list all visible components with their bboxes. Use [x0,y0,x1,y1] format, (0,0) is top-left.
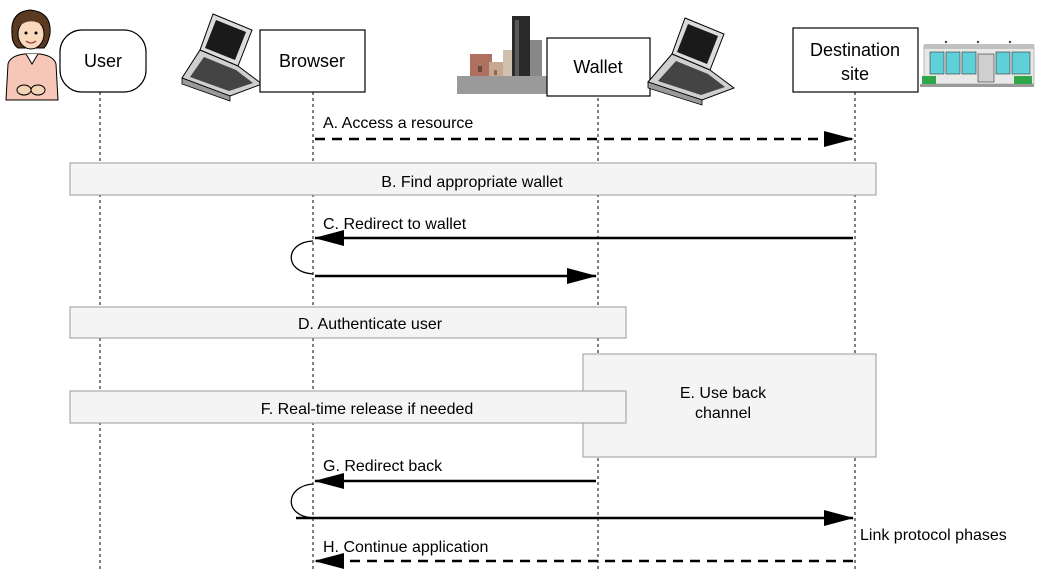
wallet-actor-box [546,37,651,97]
step-b-label: B. Find appropriate wallet [381,174,563,191]
browser-loop-g [290,483,314,519]
band-authenticate-user [69,306,627,339]
step-c-label: C. Redirect to wallet [323,216,467,233]
laptop-icon [181,13,264,102]
band-realtime-release [69,390,627,424]
step-e-label-line1: E. Use back [680,385,767,402]
user-actor-box [59,29,147,93]
user-figure-icon [5,9,59,101]
user-actor-label: User [84,51,122,71]
wallet-actor-label: Wallet [573,57,622,77]
band-find-wallet [69,162,877,196]
link-protocol-annotation: Link protocol phases [860,527,1007,544]
step-e-label-line2: channel [695,405,751,422]
step-f-label: F. Real-time release if needed [261,401,474,418]
step-d-label: D. Authenticate user [298,316,443,333]
city-buildings-icon [457,16,557,94]
band-back-channel [582,353,877,458]
destination-actor-label-line2: site [841,64,869,84]
destination-actor-box [792,27,919,93]
browser-loop-c [290,240,314,275]
step-g-label: G. Redirect back [323,458,443,475]
destination-actor-label-line1: Destination [810,40,900,60]
browser-actor-label: Browser [279,51,345,71]
laptop-icon [647,17,736,106]
storefront-building-icon [920,40,1035,87]
step-a-label: A. Access a resource [323,115,473,132]
browser-actor-box [259,29,366,93]
step-h-label: H. Continue application [323,539,488,556]
